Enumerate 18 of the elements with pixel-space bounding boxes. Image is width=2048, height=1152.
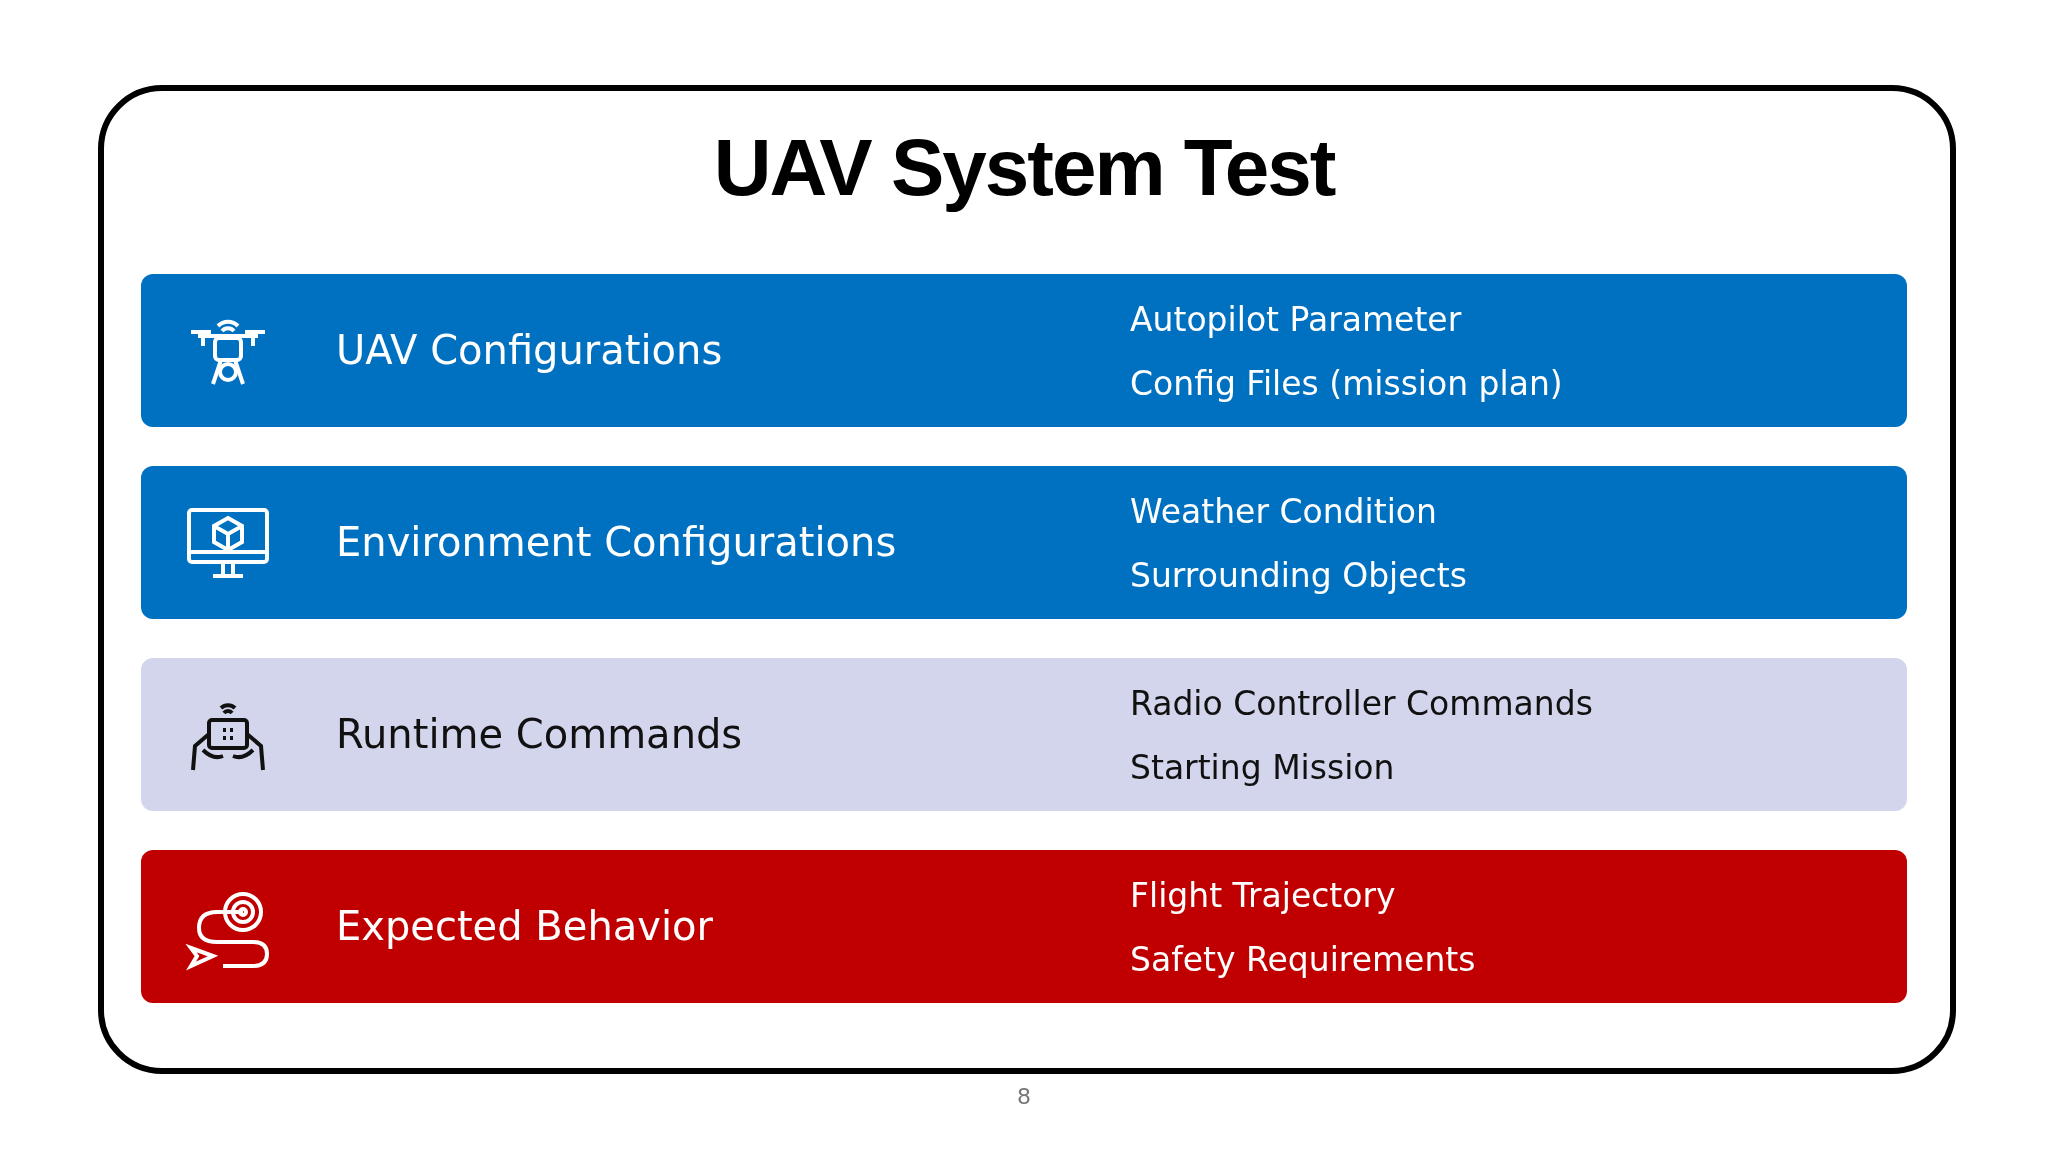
detail-text: Radio Controller Commands (1130, 683, 1593, 725)
page-number: 8 (1016, 1084, 1032, 1109)
detail-text: Weather Condition (1130, 491, 1437, 533)
slide-title: UAV System Test (712, 122, 1336, 214)
detail-text: Config Files (mission plan) (1130, 363, 1563, 405)
category-band (141, 466, 1907, 619)
detail-text: Autopilot Parameter (1130, 299, 1462, 341)
category-band (141, 850, 1907, 1003)
detail-text: Surrounding Objects (1130, 555, 1467, 597)
band-heading: Expected Behavior (336, 902, 713, 951)
detail-text: Flight Trajectory (1130, 875, 1396, 917)
detail-text: Safety Requirements (1130, 939, 1476, 981)
detail-text: Starting Mission (1130, 747, 1395, 789)
band-heading: Runtime Commands (336, 710, 743, 759)
category-band (141, 658, 1907, 811)
band-heading: UAV Configurations (336, 326, 723, 375)
band-heading: Environment Configurations (336, 518, 897, 567)
category-band (141, 274, 1907, 427)
